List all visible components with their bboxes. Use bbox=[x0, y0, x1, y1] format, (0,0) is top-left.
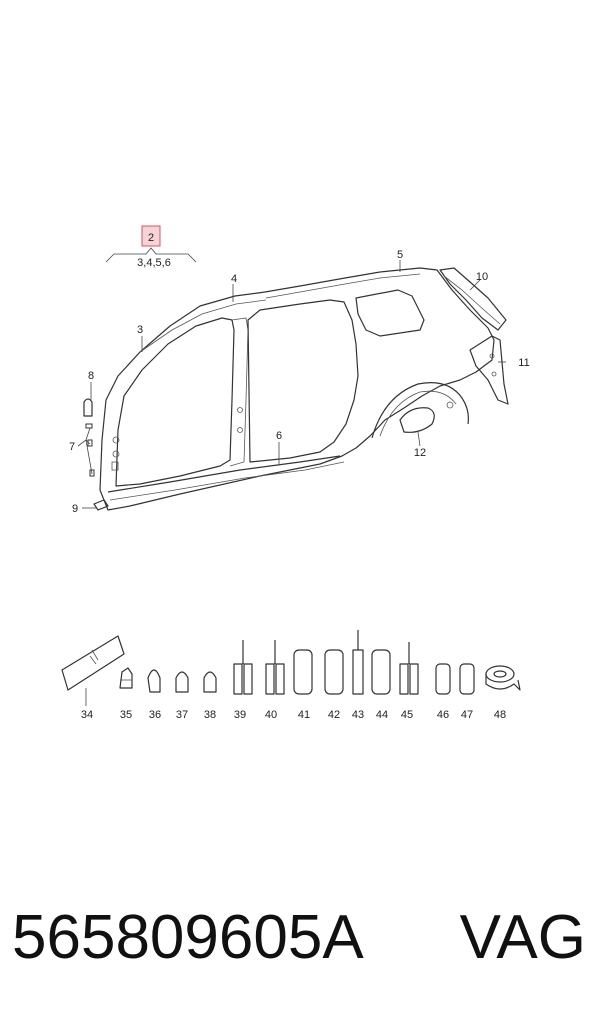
callout-7: 7 bbox=[69, 441, 75, 453]
part-37-drawing bbox=[175, 671, 189, 693]
callout-group-label: 3,4,5,6 bbox=[137, 257, 171, 269]
callout-11: 11 bbox=[518, 357, 529, 369]
row-label-35: 35 bbox=[120, 709, 132, 721]
part-47-drawing bbox=[459, 663, 475, 695]
row-label-44: 44 bbox=[376, 709, 388, 721]
row-label-41: 41 bbox=[298, 709, 310, 721]
row-label-38: 38 bbox=[204, 709, 216, 721]
part-41-drawing bbox=[293, 649, 313, 695]
part-38-drawing bbox=[203, 671, 217, 693]
row-label-43: 43 bbox=[352, 709, 364, 721]
part-44-drawing bbox=[371, 649, 391, 695]
part-46-drawing bbox=[435, 663, 451, 695]
callout-9: 9 bbox=[72, 503, 78, 515]
row-label-47: 47 bbox=[461, 709, 473, 721]
part-48-drawing bbox=[485, 665, 521, 691]
callout-group-2: 2 3,4,5,6 bbox=[105, 225, 197, 269]
part-10-drawing bbox=[439, 267, 507, 331]
callout-2: 2 bbox=[148, 232, 154, 244]
leader-lines bbox=[77, 260, 506, 509]
row-label-40: 40 bbox=[265, 709, 277, 721]
callout-6: 6 bbox=[276, 430, 282, 442]
row-label-37: 37 bbox=[176, 709, 188, 721]
highlight-box bbox=[141, 225, 161, 247]
part-11-drawing bbox=[469, 335, 509, 405]
side-panel-drawing bbox=[99, 267, 495, 511]
part-45-drawing bbox=[399, 642, 419, 695]
part-9-drawing bbox=[93, 499, 109, 511]
row-label-42: 42 bbox=[328, 709, 340, 721]
brand-label: VAG bbox=[459, 903, 586, 972]
row-label-39: 39 bbox=[234, 709, 246, 721]
callout-8: 8 bbox=[88, 370, 94, 382]
part-number: 565809605A bbox=[12, 903, 364, 972]
callout-4: 4 bbox=[231, 273, 237, 285]
part-40-drawing bbox=[265, 640, 285, 695]
part-43-drawing bbox=[352, 630, 364, 695]
part-35-drawing bbox=[119, 667, 133, 689]
part-36-drawing bbox=[147, 669, 161, 693]
callout-10: 10 bbox=[476, 271, 488, 283]
parts-row: 34 35 36 37 38 39 40 41 42 43 44 45 46 4… bbox=[61, 630, 521, 721]
callout-12: 12 bbox=[414, 447, 426, 459]
callout-3: 3 bbox=[137, 324, 143, 336]
row-label-45: 45 bbox=[401, 709, 413, 721]
row-label-36: 36 bbox=[149, 709, 161, 721]
part-8-drawing bbox=[83, 398, 93, 417]
part-42-drawing bbox=[324, 649, 344, 695]
callout-5: 5 bbox=[397, 249, 403, 261]
row-label-34: 34 bbox=[81, 709, 93, 721]
row-label-48: 48 bbox=[494, 709, 506, 721]
group-bracket bbox=[105, 247, 197, 263]
part-39-drawing bbox=[233, 640, 253, 695]
part-12-drawing bbox=[399, 407, 435, 433]
part-34-drawing bbox=[61, 635, 125, 691]
part-7-drawing bbox=[85, 423, 95, 477]
row-label-46: 46 bbox=[437, 709, 449, 721]
